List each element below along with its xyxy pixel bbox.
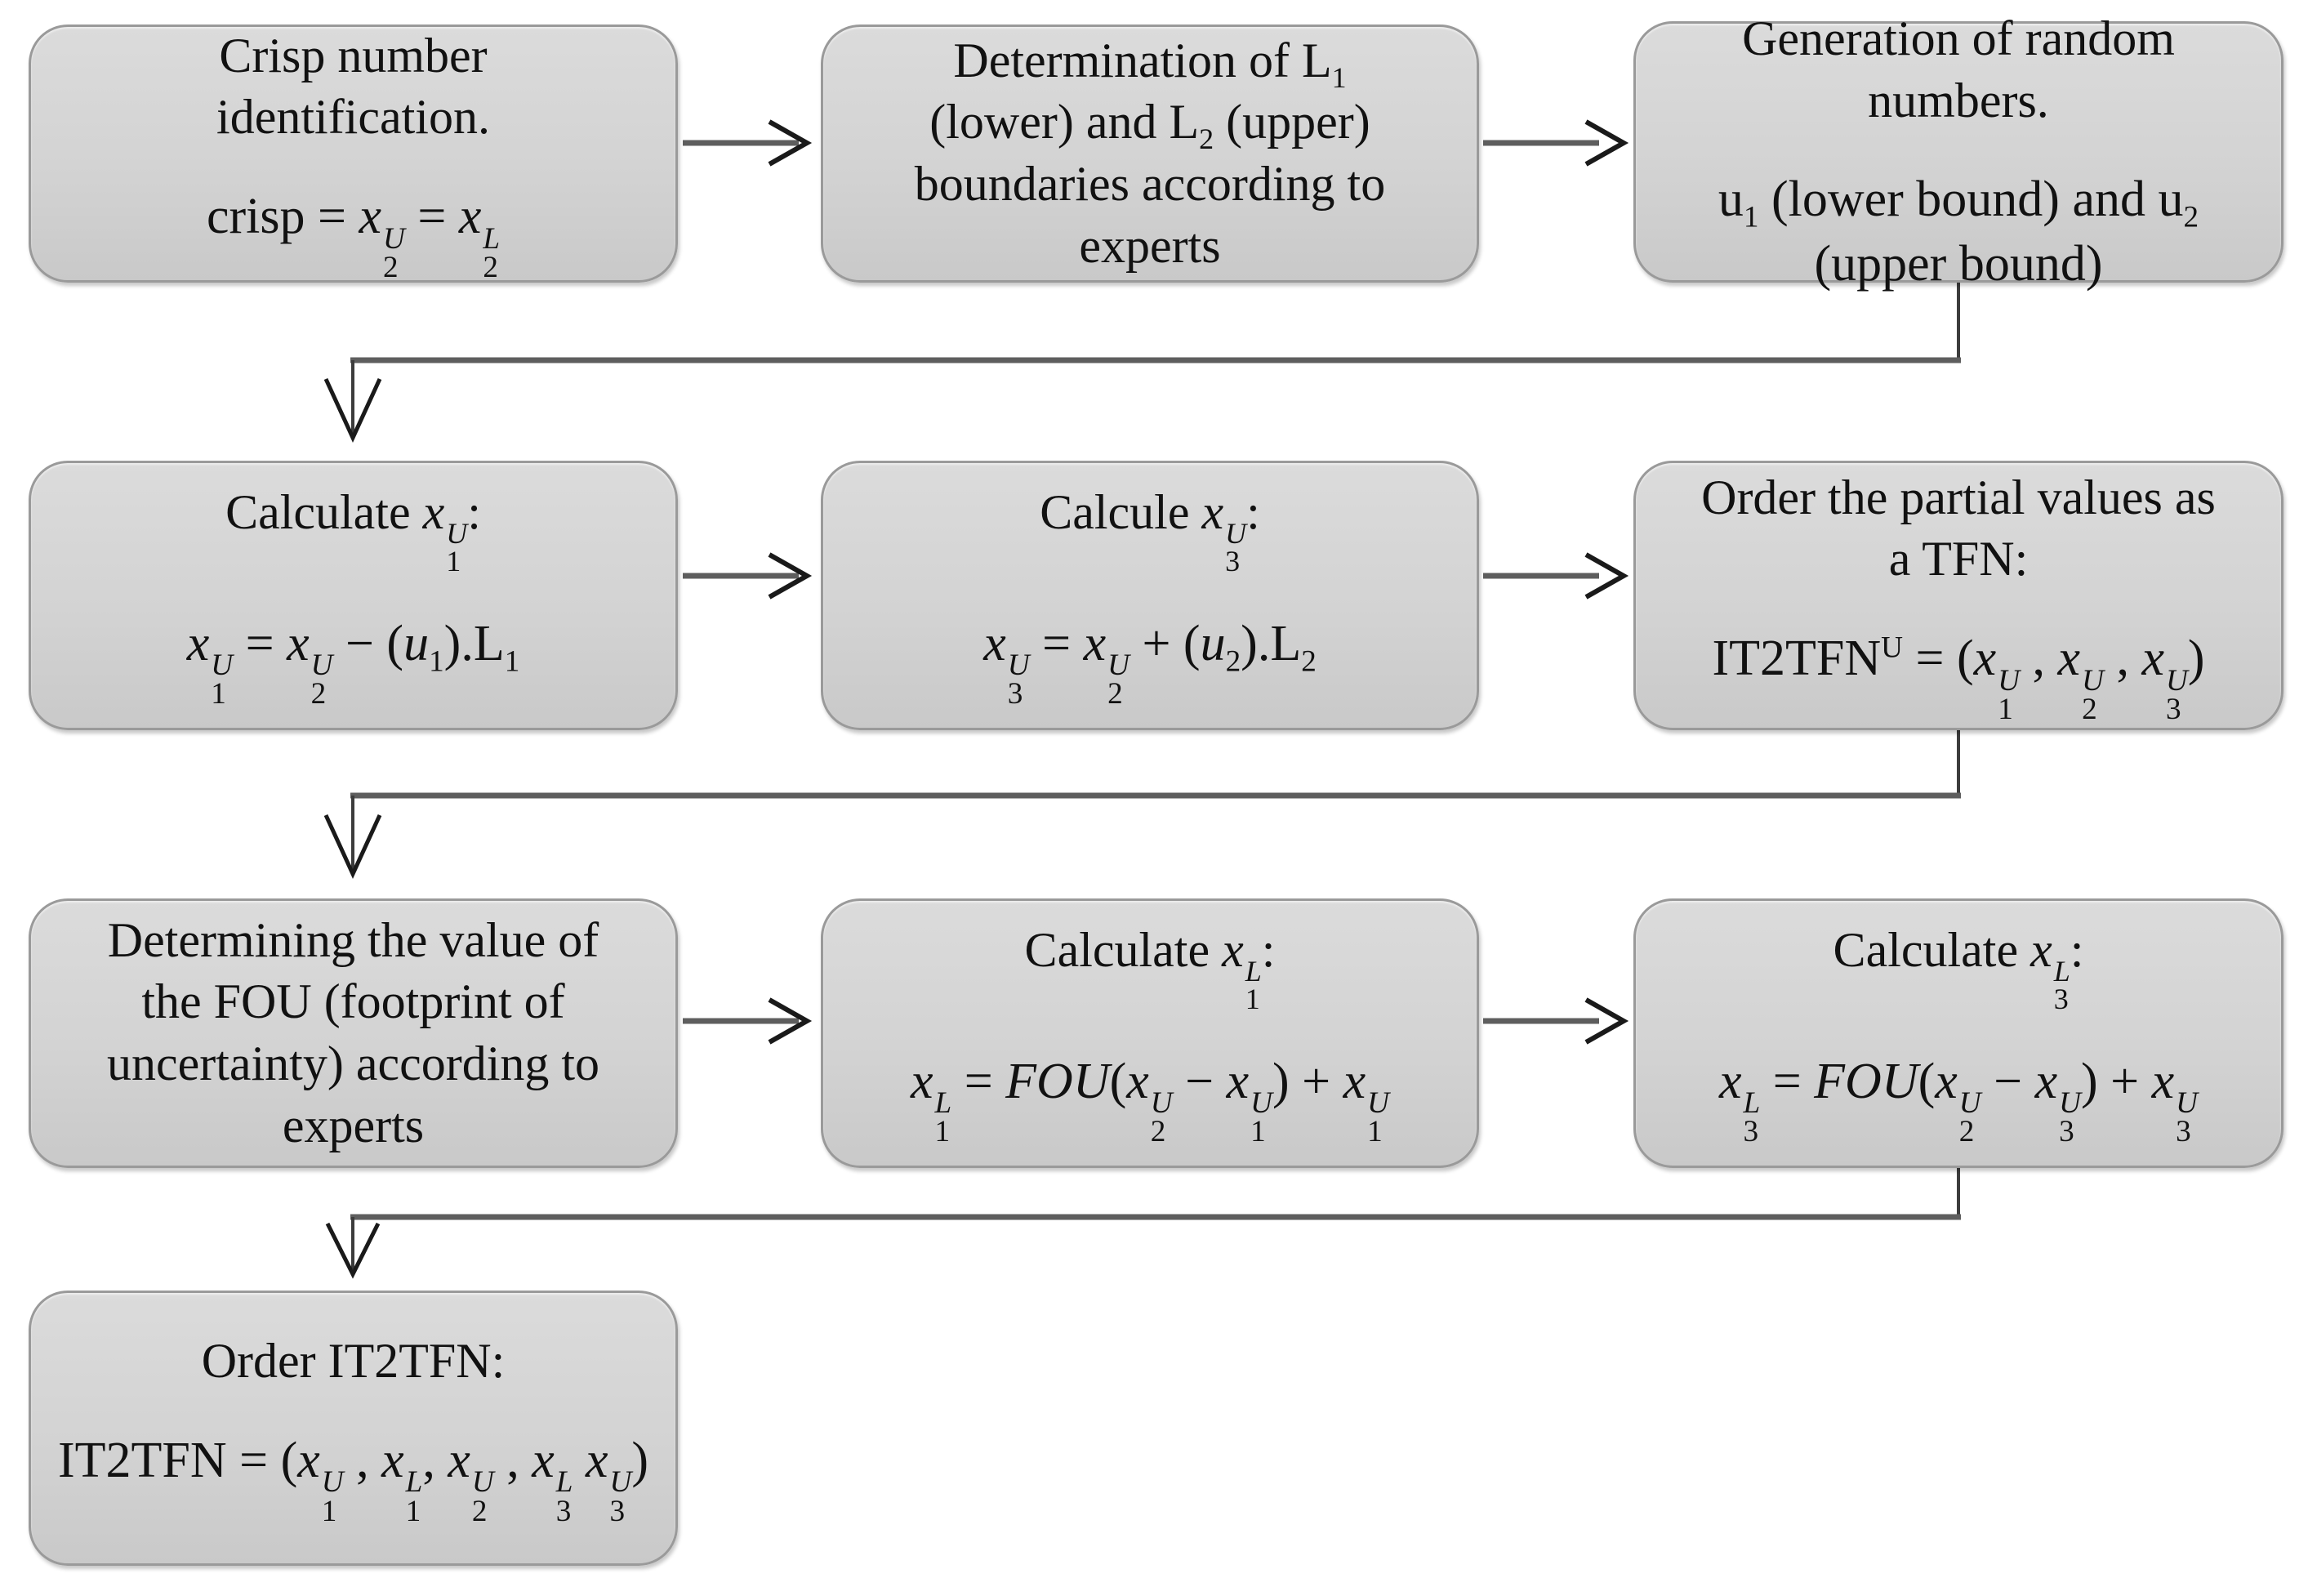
box-title: Order IT2TFN: — [201, 1334, 506, 1389]
arrowhead-down-box4 — [323, 377, 382, 444]
arrowhead-right-box6 — [1584, 552, 1629, 600]
box-title: Determination of L1(lower) and L2 (upper… — [914, 33, 1386, 273]
box-formula: u1 (lower bound) and u2(upper bound) — [1718, 172, 2199, 292]
arrowhead-right-box9 — [1584, 997, 1629, 1045]
arrowhead-right-box8 — [768, 997, 813, 1045]
arrowhead-right-box3 — [1584, 119, 1629, 167]
arrowhead-down-box10 — [325, 1222, 381, 1279]
box-determination-of-boundaries: Determination of L1(lower) and L2 (upper… — [821, 25, 1479, 283]
arrowhead-right-box2 — [768, 119, 813, 167]
arrowhead-right-box5 — [768, 552, 813, 600]
arrowhead-down-box7 — [323, 814, 382, 880]
